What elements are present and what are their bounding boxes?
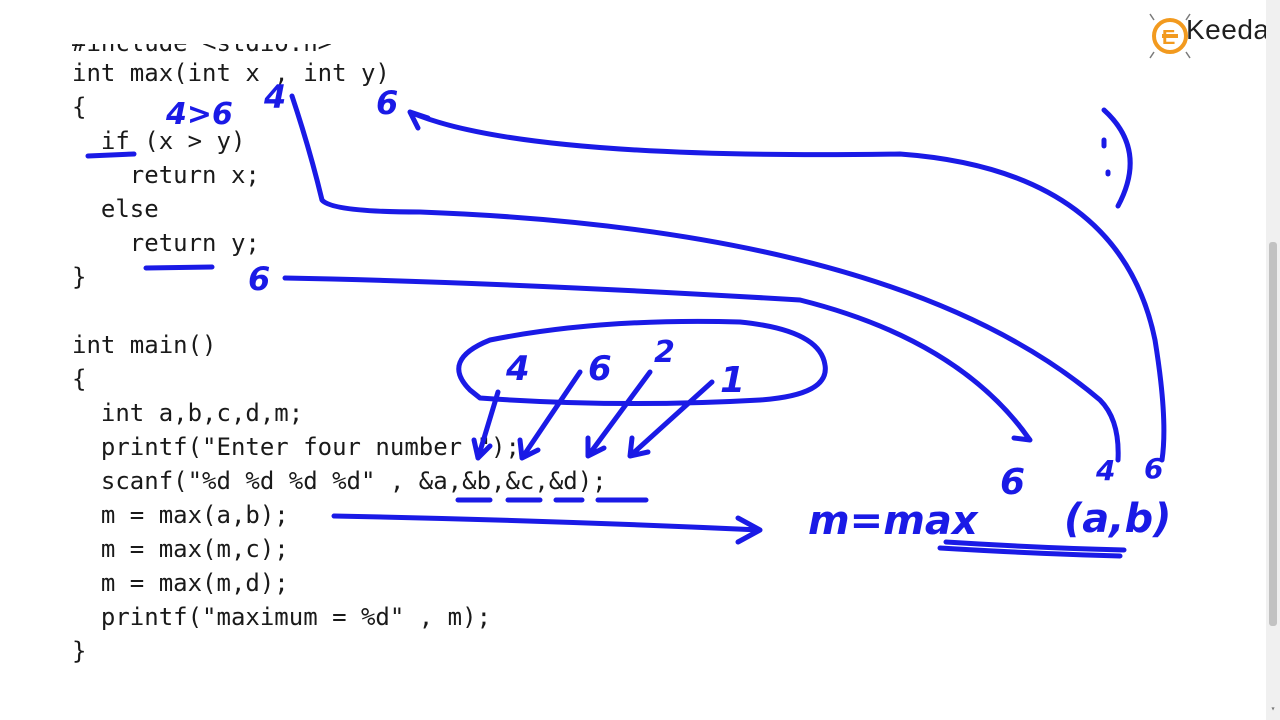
input-oval <box>456 318 828 407</box>
ekeeda-logo: E Keeda <box>1148 4 1276 70</box>
code-line-printf-result: printf("maximum = %d" , m); <box>72 603 492 631</box>
arrow-x-to-a <box>289 93 1121 463</box>
annotation-arg-b: 6 <box>1144 452 1163 485</box>
code-line-declare: int a,b,c,d,m; <box>72 399 304 427</box>
annotation-input-4: 1 <box>720 360 745 401</box>
annotation-input-2: 6 <box>588 349 612 389</box>
code-line-max-md: m = max(m,d); <box>72 569 289 597</box>
logo-text: Keeda <box>1186 14 1270 45</box>
vertical-scrollbar[interactable]: ▾ <box>1266 0 1280 720</box>
code-line-close-brace: } <box>72 263 87 291</box>
arrow-call <box>331 513 763 545</box>
code-line-else: else <box>72 195 159 223</box>
annotation-result: 6 <box>1000 462 1025 503</box>
arrow-y-to-b <box>407 109 1167 463</box>
code-line-return-x: return x; <box>72 161 260 189</box>
annotation-arg-a: 4 <box>1095 454 1115 487</box>
arrow-input-c <box>585 369 653 459</box>
arrow-input-d <box>627 379 715 459</box>
code-line-max-signature: int max(int x , int y) <box>72 59 390 87</box>
code-line-include: #include <stdio.h> <box>72 29 333 57</box>
code-line-return-y: return y; <box>72 229 260 257</box>
arrow-return-to-result <box>282 275 1033 443</box>
code-line-max-mc: m = max(m,c); <box>72 535 289 563</box>
code-line-open-brace: { <box>72 93 87 121</box>
code-line-printf-prompt: printf("Enter four number "); <box>72 433 520 461</box>
annotation-call-args: (a,b) <box>1064 496 1171 542</box>
scroll-down-icon[interactable]: ▾ <box>1270 704 1276 713</box>
annotation-input-3: 2 <box>654 335 675 370</box>
underline-return-y <box>143 264 215 271</box>
code-line-if: if (x > y) <box>72 127 246 155</box>
code-line-main-close-brace: } <box>72 637 87 665</box>
arrow-input-b <box>517 369 583 461</box>
logo-mark-letter: E <box>1162 27 1175 49</box>
annotation-input-1: 4 <box>505 349 530 389</box>
underline-call <box>937 539 1127 559</box>
annotation-return-value: 6 <box>248 260 270 298</box>
code-line-scanf: scanf("%d %d %d %d" , &a,&b,&c,&d); <box>72 467 607 495</box>
annotation-call: m=max <box>808 498 979 544</box>
logo-mark-icon: E <box>1149 13 1191 59</box>
side-bracket <box>1101 107 1133 209</box>
code-line-main-open-brace: { <box>72 365 87 393</box>
code-line-main-signature: int main() <box>72 331 217 359</box>
scrollbar-thumb[interactable] <box>1269 242 1277 626</box>
code-line-max-ab: m = max(a,b); <box>72 501 289 529</box>
